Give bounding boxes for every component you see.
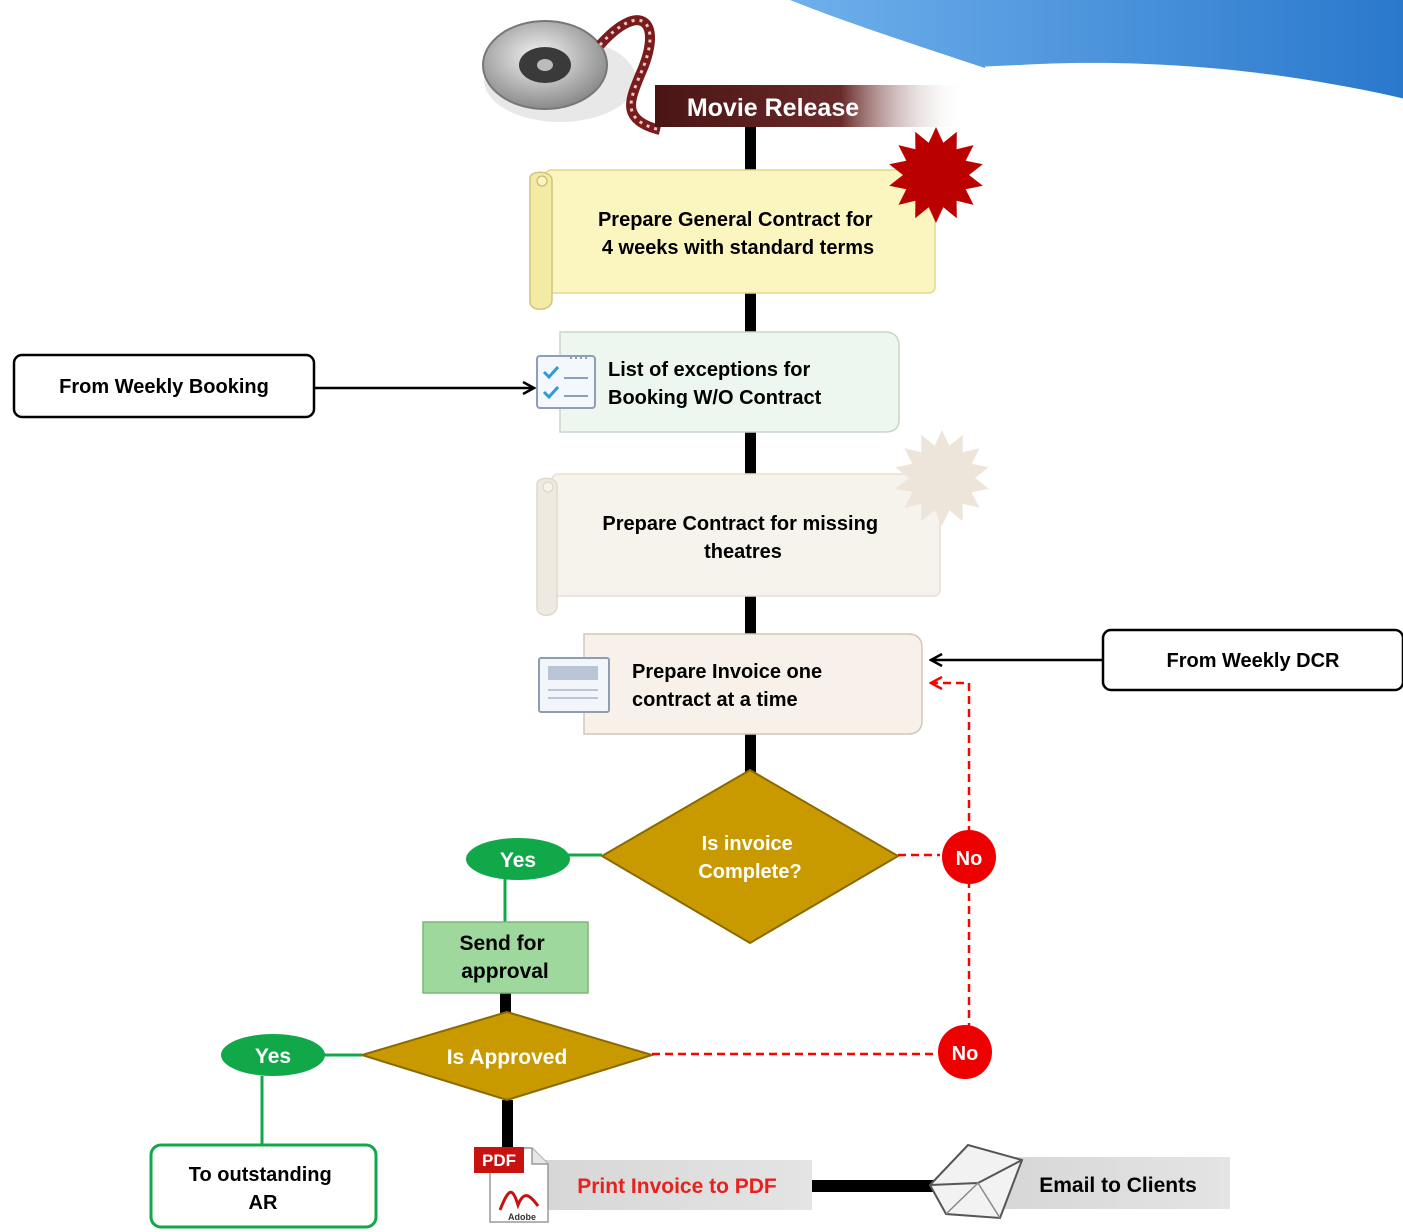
invoice-form-icon xyxy=(538,657,610,713)
weekly-dcr-label: From Weekly DCR xyxy=(1166,650,1340,672)
print-pdf-label: Print Invoice to PDF xyxy=(577,1175,777,1198)
outstanding-ar-line-2: AR xyxy=(249,1192,278,1214)
step-prepare-invoice[interactable]: Prepare Invoice one contract at a time xyxy=(583,633,923,735)
exceptions-line-1: List of exceptions for xyxy=(608,359,810,381)
film-reel-icon xyxy=(482,15,662,135)
decision-invoice-complete[interactable]: Is invoice Complete? xyxy=(600,768,900,945)
svg-text:Prepare Invoice one cont: Prepare Invoice one contract at a time xyxy=(632,661,828,711)
step-exceptions[interactable]: List of exceptions for Booking W/O Contr… xyxy=(559,331,900,433)
svg-text:Prepare General Contract for: Prepare General Contract for 4 weeks wit… xyxy=(598,209,878,259)
pdf-tag-label: PDF xyxy=(482,1151,516,1170)
svg-text:Prepare Contract for missing: Prepare Contract for missing theatres xyxy=(602,513,883,563)
invoice-complete-line-2: Complete? xyxy=(698,861,801,883)
pale-starburst-icon xyxy=(895,430,989,526)
weekly-booking-label: From Weekly Booking xyxy=(59,376,269,398)
svg-text:Is invoice Complete?: Is invoice Complete? xyxy=(698,833,801,883)
step-outstanding-ar[interactable]: To outstanding AR xyxy=(149,1143,378,1229)
main-flow-spine xyxy=(500,125,937,1192)
no-label-1: No xyxy=(956,848,983,870)
checklist-icon xyxy=(536,355,596,409)
send-approval-line-2: approval xyxy=(461,960,549,983)
step-print-pdf[interactable]: Print Invoice to PDF xyxy=(532,1160,812,1210)
svg-text:List of exceptions for B: List of exceptions for Booking W/O Contr… xyxy=(608,359,822,409)
step-missing-contract[interactable]: Prepare Contract for missing theatres xyxy=(536,473,941,616)
yes-label-1: Yes xyxy=(500,849,536,872)
input-weekly-booking[interactable]: From Weekly Booking xyxy=(12,353,316,419)
banner-title: Movie Release xyxy=(687,94,859,122)
prepare-invoice-line-2: contract at a time xyxy=(632,689,798,711)
header-swoosh-edge xyxy=(984,64,1403,102)
decision-approved[interactable]: Is Approved xyxy=(358,1010,656,1102)
svg-text:Send for approval: Send for approval xyxy=(459,932,550,983)
general-contract-line-2: 4 weeks with standard terms xyxy=(602,237,874,259)
envelope-icon xyxy=(928,1143,1024,1220)
step-general-contract[interactable]: Prepare General Contract for 4 weeks wit… xyxy=(529,169,936,310)
no-badge-1: No xyxy=(942,830,996,884)
send-approval-line-1: Send for xyxy=(459,932,544,955)
no-badge-2: No xyxy=(938,1025,992,1079)
yes-label-2: Yes xyxy=(255,1045,291,1068)
red-starburst-icon xyxy=(889,127,983,223)
input-weekly-dcr[interactable]: From Weekly DCR xyxy=(1101,628,1403,692)
no-label-2: No xyxy=(952,1043,979,1065)
svg-text:To outstanding AR: To outstanding AR xyxy=(189,1164,338,1214)
yes-badge-1: Yes xyxy=(466,838,570,880)
missing-contract-line-2: theatres xyxy=(704,541,782,563)
general-contract-line-1: Prepare General Contract for xyxy=(598,209,873,231)
approved-label: Is Approved xyxy=(447,1046,568,1069)
movie-release-banner: Movie Release xyxy=(655,85,965,127)
outstanding-ar-line-1: To outstanding xyxy=(189,1164,332,1186)
missing-contract-line-1: Prepare Contract for missing xyxy=(602,513,878,535)
no-loop-path-1 xyxy=(898,683,971,857)
email-clients-label: Email to Clients xyxy=(1039,1174,1197,1197)
yes-badge-2: Yes xyxy=(221,1034,325,1076)
prepare-invoice-line-1: Prepare Invoice one xyxy=(632,661,822,683)
pdf-brand-label: Adobe xyxy=(508,1212,536,1222)
step-email-clients[interactable]: Email to Clients xyxy=(990,1157,1230,1209)
step-send-approval[interactable]: Send for approval xyxy=(422,921,589,994)
pdf-file-icon: PDF Adobe xyxy=(474,1147,549,1223)
exceptions-line-2: Booking W/O Contract xyxy=(608,387,822,409)
invoice-complete-line-1: Is invoice xyxy=(702,833,793,855)
header-swoosh xyxy=(790,0,1403,100)
